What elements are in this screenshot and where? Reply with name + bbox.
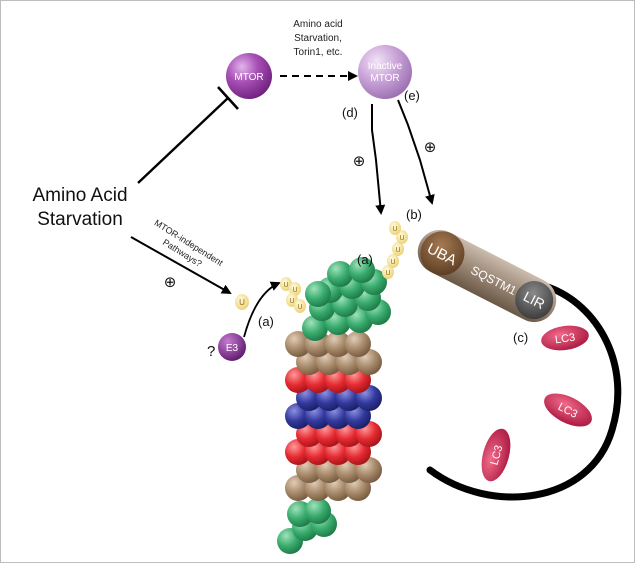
inactive-mtor-node	[358, 45, 412, 99]
ubiquitin-left	[289, 282, 301, 296]
lir-domain	[515, 281, 554, 320]
step-d-label: (d)	[342, 105, 358, 120]
lc3-shape-1	[541, 325, 589, 351]
free-ubiquitin-label: U	[239, 298, 245, 307]
aggregate-bead-tan	[345, 331, 371, 357]
aggregate-bead-green	[305, 281, 331, 307]
ubiquitin-left-label: U	[289, 298, 294, 305]
lc3-protein-1: LC3	[541, 325, 589, 351]
step-e-label: (e)	[404, 88, 420, 103]
treatment-line3: Torin1, etc.	[294, 47, 343, 58]
ubiquitin-right	[382, 265, 394, 279]
ubiquitin-right-label: U	[395, 247, 400, 254]
inactive-mtor-line1: Inactive	[368, 61, 403, 72]
mtor-independent-arrow	[130, 236, 232, 294]
inhibition-line	[137, 97, 229, 184]
lc3-shape-3	[481, 428, 511, 482]
lc3-label-3: LC3	[489, 444, 506, 467]
e3-node	[218, 333, 246, 361]
ubiquitin-right	[392, 242, 404, 256]
ubiquitin-left-label: U	[297, 304, 302, 311]
question-mark: ?	[207, 343, 215, 360]
step-a-left-label: (a)	[258, 314, 274, 329]
title-line2: Starvation	[37, 209, 123, 230]
lc3-shape-2	[544, 393, 592, 427]
treatment-line1: Amino acid	[293, 19, 342, 30]
aggregate-bead-green	[327, 261, 353, 287]
aggregate-bead-tan	[285, 331, 311, 357]
step-e-arrow	[397, 99, 435, 205]
ubiquitin-right-label: U	[390, 259, 395, 266]
free-ubiquitin	[235, 294, 249, 310]
ubiquitin-right-label: U	[399, 235, 404, 242]
plus-independent: ⊕	[164, 274, 177, 291]
plus-e: ⊕	[424, 139, 437, 156]
aggregate-bead-green	[349, 257, 375, 283]
lc3-label-1: LC3	[554, 332, 576, 347]
plus-d: ⊕	[353, 153, 366, 170]
lc3-protein-3: LC3	[481, 428, 511, 482]
step-c-label: (c)	[513, 330, 528, 345]
aggregate-bead-green	[302, 315, 328, 341]
aggregate-bead-tan	[325, 331, 351, 357]
ubiquitin-left	[280, 277, 292, 291]
protein-aggregate	[277, 257, 391, 554]
aggregate-bead-green	[305, 498, 331, 524]
title-line1: Amino Acid	[32, 185, 127, 206]
lc3-protein-2: LC3	[544, 393, 592, 427]
ubiquitin-right	[389, 221, 401, 235]
ubiquitin-right-label: U	[392, 226, 397, 233]
sqstm1-complex: UBA SQSTM1 LIR	[417, 229, 557, 323]
step-a-right-label: (a)	[357, 252, 373, 267]
mtor-node	[226, 53, 272, 99]
ubiquitination-arrow	[243, 281, 281, 338]
mtor-label: MTOR	[234, 72, 263, 83]
ubiquitin-left	[294, 299, 306, 313]
inactive-mtor-line2: MTOR	[370, 73, 399, 84]
step-d-arrow	[371, 104, 386, 215]
ubiquitin-right	[396, 230, 408, 244]
ubiquitin-left-label: U	[292, 287, 297, 294]
ubiquitin-right	[387, 254, 399, 268]
e3-label: E3	[226, 343, 239, 354]
ubiquitin-right-label: U	[385, 270, 390, 277]
treatment-line2: Starvation,	[294, 33, 342, 44]
uba-domain	[420, 231, 465, 276]
ubiquitin-left-label: U	[283, 282, 288, 289]
phagophore-membrane	[426, 283, 622, 501]
inhibition-bar	[217, 86, 239, 110]
step-b-label: (b)	[406, 207, 422, 222]
